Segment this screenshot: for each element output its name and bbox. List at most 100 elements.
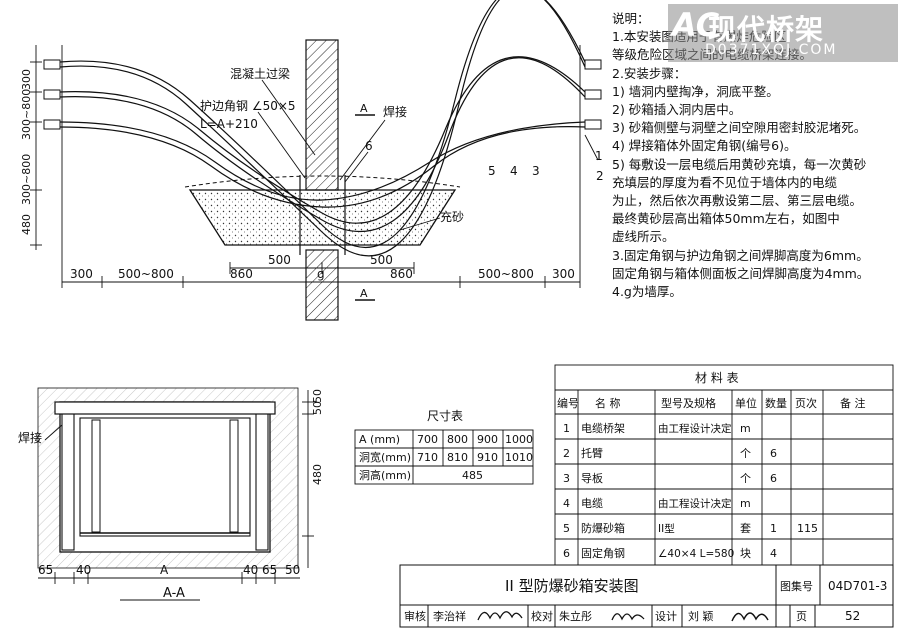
elevation-view <box>30 0 602 321</box>
size-row-label-a: A (mm) <box>359 433 400 446</box>
material-cell: II型 <box>658 522 675 535</box>
dim-left-300-800-b: 300~800 <box>20 154 33 205</box>
mat-h-qty: 数量 <box>765 397 787 410</box>
mat-h-spec: 型号及规格 <box>661 396 716 410</box>
material-cell: 由工程设计决定 <box>658 422 732 435</box>
note-line: 最终黄砂层高出箱体50mm左右，如图中 <box>612 211 840 227</box>
size-a-700: 700 <box>417 433 438 446</box>
checker-signature <box>611 613 645 621</box>
section-dim-40b: 40 <box>243 563 258 577</box>
dim-inner-left: 500 <box>268 253 291 267</box>
material-cell: ∠40×4 L=580 <box>658 548 734 560</box>
note-line: 5) 每敷设一层电缆后用黄砂充填，每一次黄砂 <box>612 156 867 172</box>
size-h-485: 485 <box>462 469 483 482</box>
size-w-1010: 1010 <box>505 451 533 464</box>
section-label-weld: 焊接 <box>18 430 42 445</box>
size-a-800: 800 <box>447 433 468 446</box>
section-dim-50c: 50 <box>285 563 300 577</box>
material-cell: 防爆砂箱 <box>581 521 625 535</box>
material-cell: 块 <box>740 547 751 560</box>
material-cell: 6 <box>770 447 777 460</box>
callout-5: 5 <box>488 164 496 178</box>
section-dim-50b: 50 <box>311 401 324 415</box>
material-cell: 导板 <box>581 471 603 485</box>
section-view <box>37 387 314 601</box>
material-cell: 6 <box>563 547 570 560</box>
dim-left-300-800-a: 300~800 <box>20 89 33 140</box>
sand-level-dashed <box>184 175 461 188</box>
dim-bottom-2: 500~800 <box>118 267 174 281</box>
reviewer-name: 李治祥 <box>433 609 466 623</box>
material-cell: 固定角钢 <box>581 546 625 560</box>
sand-box <box>188 189 457 246</box>
note-line: 2.安装步骤： <box>612 65 687 81</box>
wall-lower <box>305 249 339 321</box>
note-line: 3) 砂箱侧壁与洞壁之间空隙用密封胶泥堵死。 <box>612 120 867 136</box>
atlas-number: 04D701-3 <box>828 579 887 593</box>
material-cell: 套 <box>740 522 751 535</box>
callout-3: 3 <box>532 164 540 178</box>
size-row-label-height: 洞高(mm) <box>359 468 411 482</box>
section-title: A-A <box>163 586 185 601</box>
note-line: 3.固定角钢与护边角钢之间焊脚高度为6mm。 <box>612 247 869 263</box>
note-line: 1) 墙洞内壁掏净，洞底平整。 <box>612 83 779 99</box>
drawing-title: II 型防爆砂箱安装图 <box>505 577 639 595</box>
size-row-label-width: 洞宽(mm) <box>359 450 411 464</box>
checker-name: 朱立彤 <box>559 609 592 623</box>
size-w-710: 710 <box>417 451 438 464</box>
page-label: 页 <box>796 610 807 623</box>
section-dim-50a: 50 <box>311 389 324 403</box>
design-label: 设计 <box>655 610 677 623</box>
material-cell: 电缆 <box>581 497 603 510</box>
watermark-title: 现代桥架 <box>708 13 825 46</box>
material-cell: 5 <box>563 522 570 535</box>
dim-bottom-1: 300 <box>70 267 93 281</box>
note-line: 2) 砂箱插入洞内居中。 <box>612 102 742 118</box>
section-dim-65a: 65 <box>38 563 53 577</box>
size-w-910: 910 <box>477 451 498 464</box>
watermark-url: D0371XQJ.COM <box>705 42 838 58</box>
mat-h-name: 名 称 <box>595 396 621 410</box>
wall-upper <box>305 39 339 191</box>
material-cell: 个 <box>740 447 751 460</box>
tray-supports <box>43 59 602 130</box>
material-cell: 3 <box>563 472 570 485</box>
dim-bottom-3: 860 <box>230 267 253 281</box>
callout-1: 1 <box>595 149 603 163</box>
reviewer-signature <box>477 611 523 621</box>
section-mark-bottom: A <box>360 287 368 300</box>
dim-bottom-7: 300 <box>552 267 575 281</box>
material-cell: 6 <box>770 472 777 485</box>
title-block: II 型防爆砂箱安装图 图集号 04D701-3 审核 李治祥 校对 朱立彤 设… <box>399 564 894 628</box>
label-weld: 焊接 <box>383 104 407 119</box>
dim-left-300: 300 <box>20 69 33 90</box>
dim-left-480: 480 <box>20 214 33 235</box>
section-dim-480: 480 <box>311 464 324 485</box>
size-a-1000: 1000 <box>505 433 533 446</box>
watermark-logo-icon: AC <box>672 6 720 44</box>
note-line: 固定角钢与箱体侧面板之间焊脚高度为4mm。 <box>612 265 870 281</box>
size-w-810: 810 <box>447 451 468 464</box>
size-a-900: 900 <box>477 433 498 446</box>
label-edge-angle-length: L=A+210 <box>200 117 258 131</box>
notes-heading: 说明： <box>612 11 650 26</box>
section-dim-40a: 40 <box>76 563 91 577</box>
material-table-title: 材 料 表 <box>695 371 739 385</box>
material-cell: m <box>740 497 751 510</box>
note-line: 虚线所示。 <box>612 229 675 245</box>
label-edge-angle: 护边角钢 ∠50×5 <box>200 99 296 113</box>
dim-bottom-5: 860 <box>390 267 413 281</box>
mat-h-unit: 单位 <box>735 396 757 410</box>
note-line: 4.g为墙厚。 <box>612 284 682 300</box>
section-mark-top: A <box>360 102 368 115</box>
atlas-label: 图集号 <box>780 579 813 593</box>
dim-bottom-6: 500~800 <box>478 267 534 281</box>
callout-2: 2 <box>596 169 604 183</box>
material-cell: m <box>740 422 751 435</box>
mat-h-no: 编号 <box>557 396 579 410</box>
cable-trays <box>59 0 586 257</box>
material-cell: 个 <box>740 472 751 485</box>
material-cell: 4 <box>563 497 570 510</box>
label-fill-sand: 充砂 <box>440 209 464 224</box>
